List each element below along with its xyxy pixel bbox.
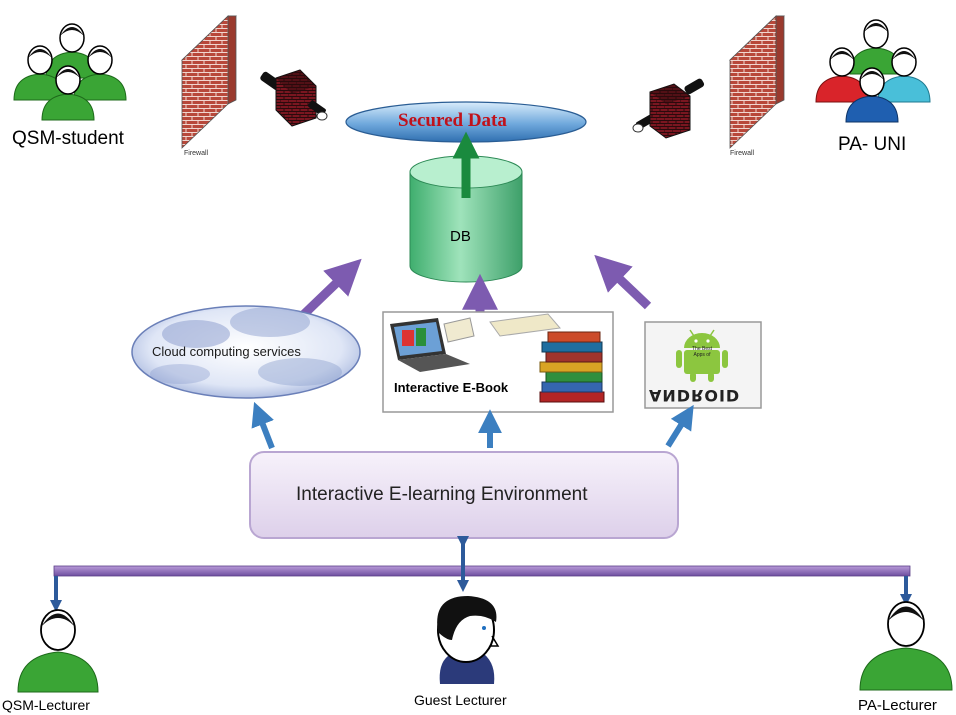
book-stack-icon — [539, 331, 605, 403]
android-tile-label: The Best Apps of — [691, 346, 712, 358]
firewall-icon — [181, 15, 237, 149]
person-icon — [845, 67, 899, 123]
firewall-left-label: Firewall — [184, 150, 209, 157]
qsm-student-group-icon — [13, 23, 127, 121]
person-icon — [815, 47, 869, 103]
firewall-icon — [729, 15, 785, 149]
cloud-icon — [131, 305, 361, 399]
environment-label: Interactive E-learning Environment — [296, 484, 588, 505]
laptop-icon — [390, 318, 470, 372]
pa-lecturer-label: PA-Lecturer — [858, 697, 937, 714]
guest-lecturer-label: Guest Lecturer — [414, 692, 507, 708]
pa-uni-group-icon — [815, 19, 931, 123]
firewall-right-label: Firewall — [730, 150, 755, 157]
brick-plug-icon — [632, 78, 705, 139]
android-tile — [644, 321, 762, 409]
android-to-db-arrow — [594, 254, 652, 310]
person-icon — [17, 609, 99, 693]
person-icon — [41, 65, 95, 121]
ebook-label: Interactive E-Book — [394, 380, 509, 395]
guest-lecturer-head-icon — [437, 596, 500, 684]
cloud-label: Cloud computing services — [152, 344, 301, 359]
secured-data-label: Secured Data — [398, 110, 507, 131]
android-logo-text: ANDROID — [649, 386, 741, 405]
person-icon — [73, 45, 127, 101]
person-icon — [877, 47, 931, 103]
pa-uni-label: PA- UNI — [838, 134, 907, 155]
ebook-panel — [382, 311, 614, 413]
db-label: DB — [450, 228, 471, 245]
person-icon — [849, 19, 903, 75]
connection-bus — [53, 565, 911, 577]
person-icon — [859, 601, 953, 691]
android-robot-icon — [676, 329, 728, 382]
cloud-to-db-arrow — [296, 258, 362, 322]
env-to-android-arrow — [665, 404, 694, 448]
qsm-student-label: QSM-student — [12, 128, 124, 149]
env-to-cloud-arrow — [251, 401, 275, 450]
qsm-lecturer-label: QSM-Lecturer — [2, 697, 90, 713]
brick-plug-icon — [260, 69, 328, 127]
person-icon — [13, 45, 67, 101]
